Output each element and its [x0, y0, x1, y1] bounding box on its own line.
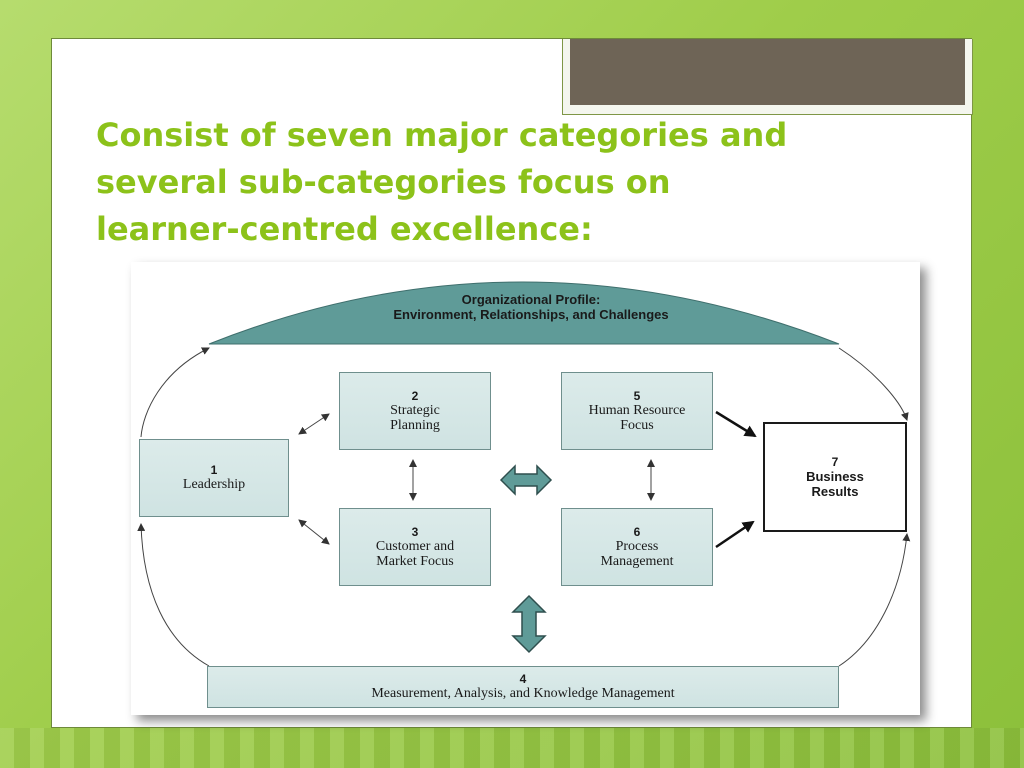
box-leadership: 1 Leadership [139, 439, 289, 517]
box-label: Process Management [600, 538, 674, 569]
box-number: 7 [831, 454, 839, 469]
box-label: Business Results [806, 468, 864, 499]
box-number: 4 [519, 672, 527, 686]
background-stripes [0, 728, 1024, 768]
box-number: 2 [411, 388, 419, 403]
box-label: Human Resource Focus [588, 402, 686, 433]
title-line-2: several sub-categories focus on [96, 163, 671, 201]
vertical-double-arrow [511, 594, 547, 654]
box-label: Customer and Market Focus [375, 538, 455, 569]
horizontal-double-arrow [499, 464, 553, 496]
arrow-process-results [715, 520, 755, 549]
box-human-resource-focus: 5 Human Resource Focus [561, 372, 713, 450]
link-leadership-customer [298, 519, 330, 545]
loop-arc-top-left [140, 347, 210, 438]
profile-subtitle: Environment, Relationships, and Challeng… [393, 307, 669, 322]
slide-title: Consist of seven major categories and se… [96, 112, 876, 253]
title-line-3: learner-centred excellence: [96, 210, 593, 248]
organizational-profile-dome [208, 281, 840, 345]
box-number: 1 [210, 463, 218, 477]
box-strategic-planning: 2 Strategic Planning [339, 372, 491, 450]
link-leadership-strategic [298, 413, 330, 435]
box-number: 6 [633, 524, 641, 539]
box-label: Strategic Planning [390, 402, 440, 433]
box-number: 5 [633, 388, 641, 403]
baldrige-diagram: Organizational Profile: Environment, Rel… [131, 262, 920, 715]
box-label: Leadership [182, 477, 246, 492]
box-label: Measurement, Analysis, and Knowledge Man… [371, 686, 675, 701]
loop-arc-top-right [838, 347, 909, 421]
title-line-1: Consist of seven major categories and [96, 116, 788, 154]
box-measurement-analysis: 4 Measurement, Analysis, and Knowledge M… [207, 666, 839, 708]
header-tab-fill [570, 39, 965, 105]
box-business-results: 7 Business Results [763, 422, 907, 532]
loop-arc-bottom-right [838, 533, 911, 667]
header-tab [562, 39, 973, 115]
loop-arc-bottom-left [137, 523, 210, 667]
arrow-hr-results [715, 410, 757, 438]
box-process-management: 6 Process Management [561, 508, 713, 586]
organizational-profile-label: Organizational Profile: Environment, Rel… [291, 292, 771, 322]
diagram-connectors [137, 281, 911, 667]
profile-title: Organizational Profile: [461, 292, 601, 307]
box-number: 3 [411, 524, 419, 539]
box-customer-market-focus: 3 Customer and Market Focus [339, 508, 491, 586]
